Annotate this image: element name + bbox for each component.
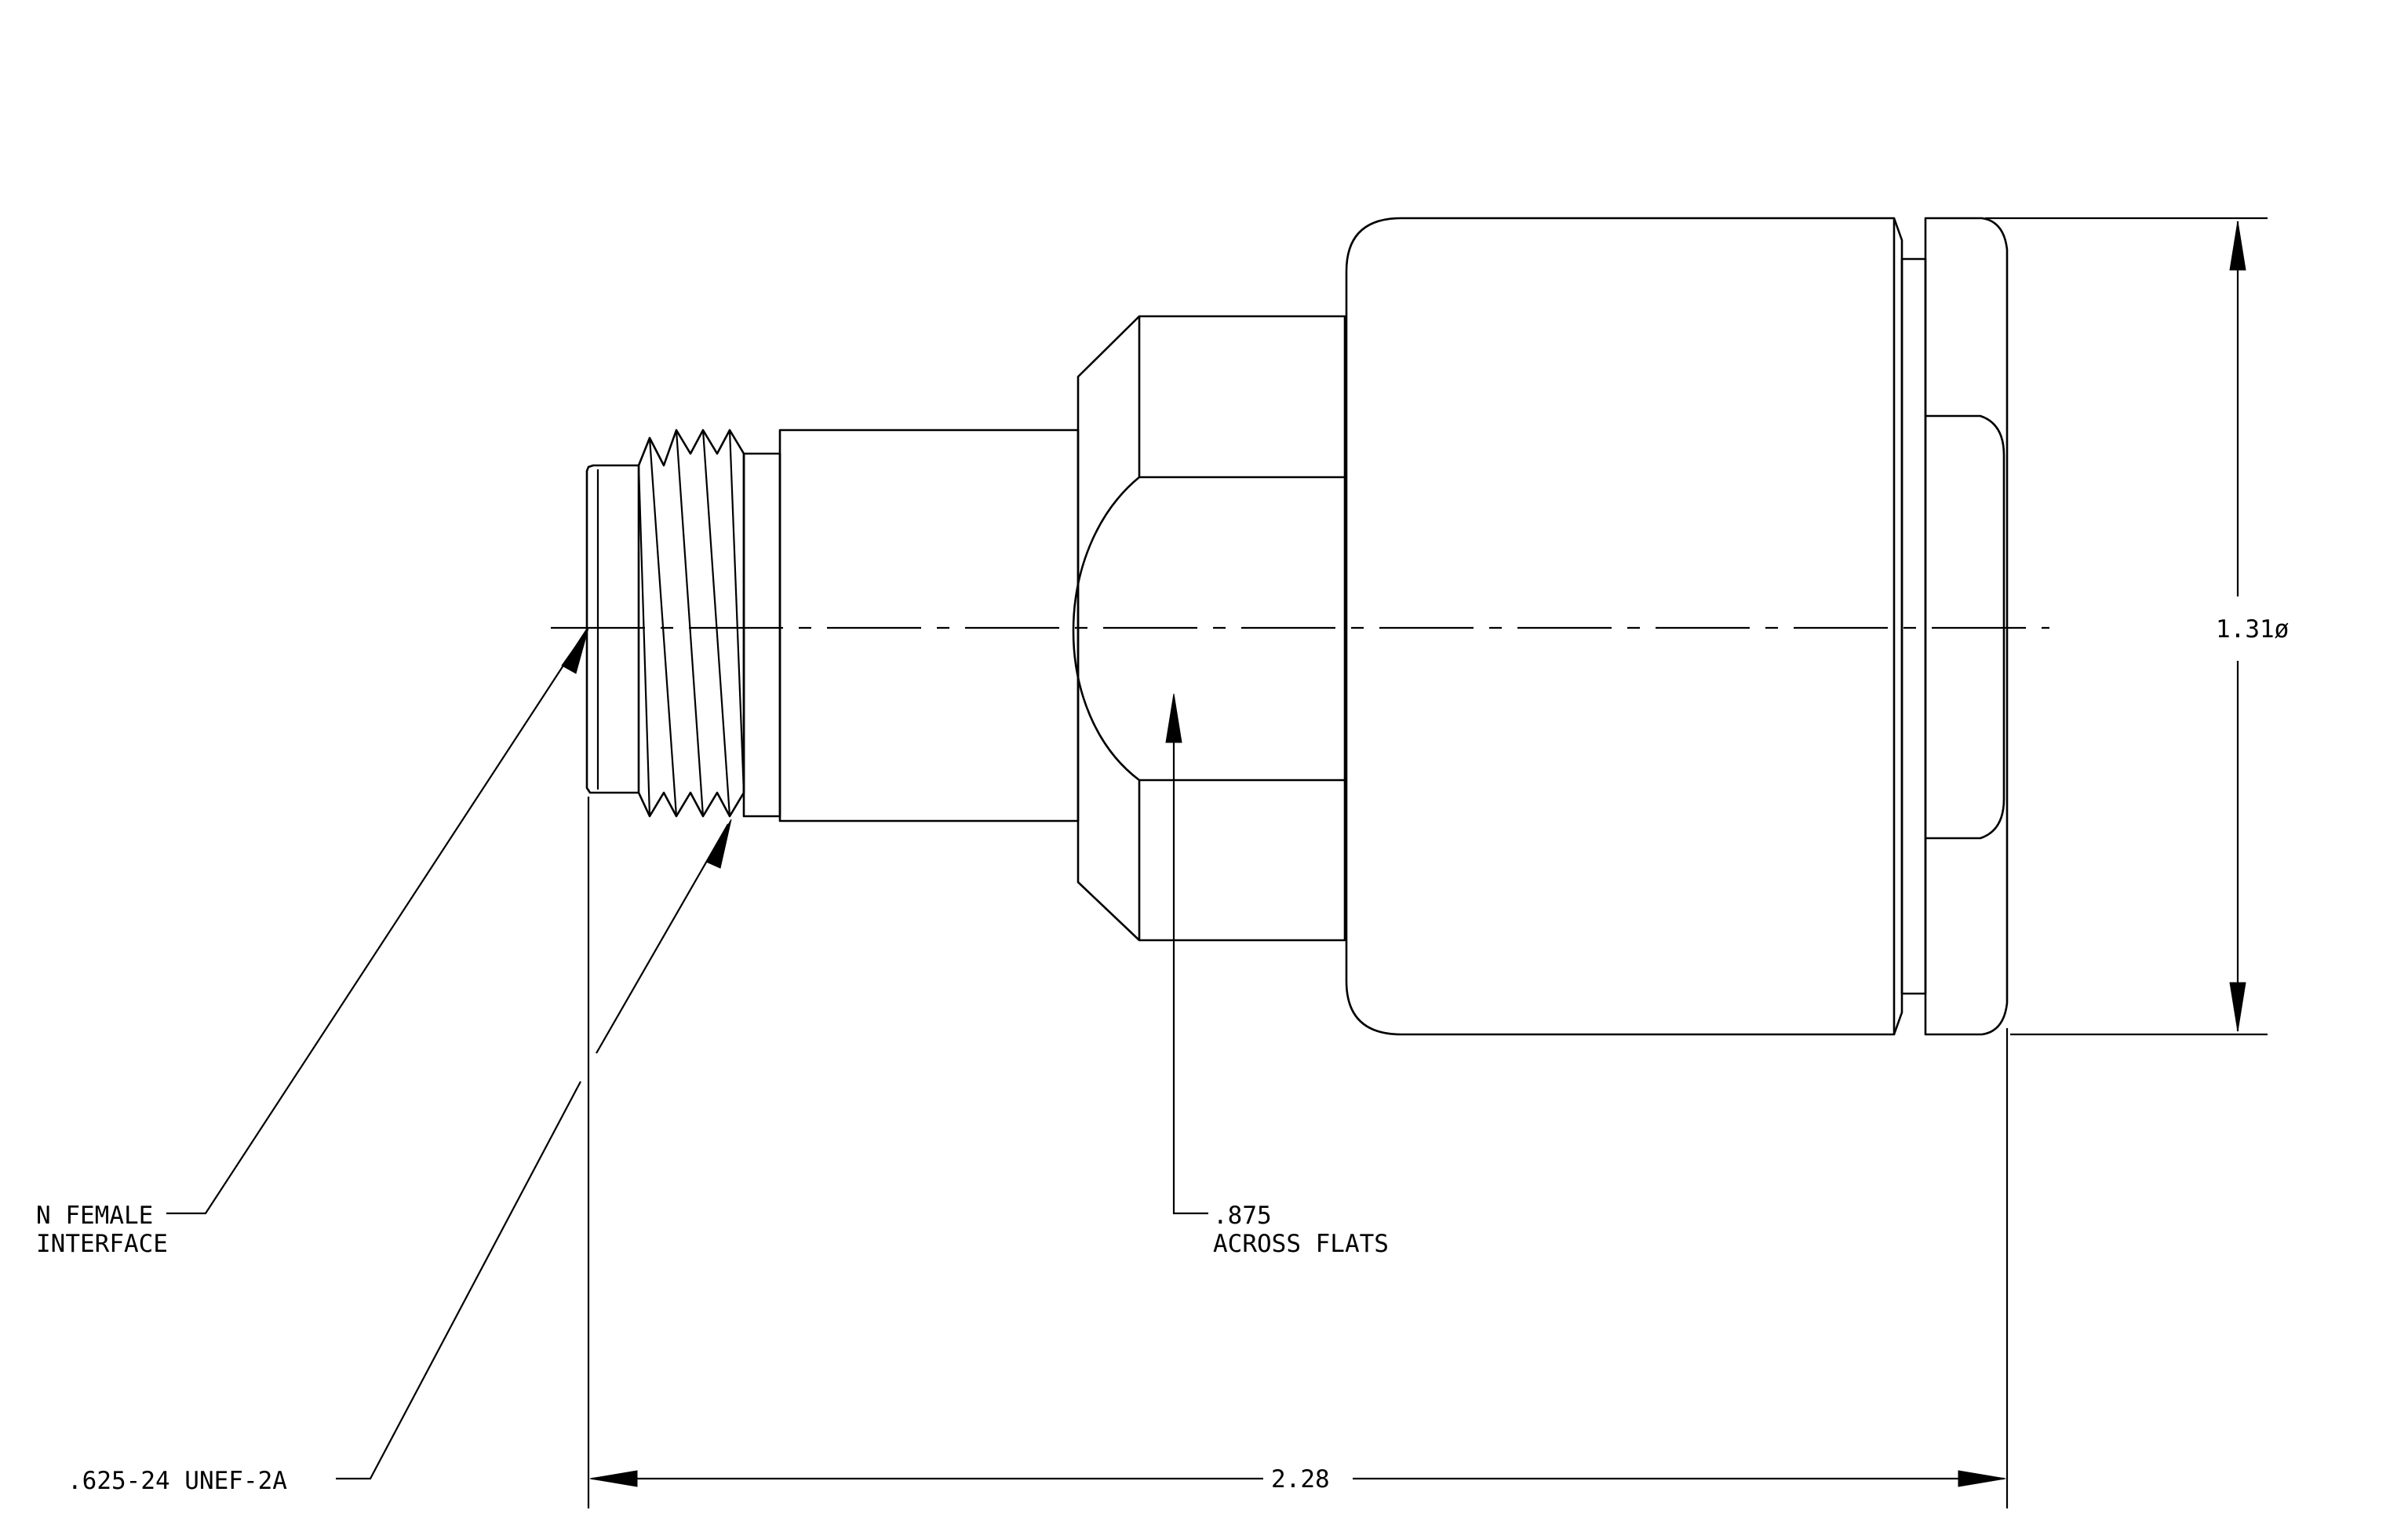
nose-ring bbox=[585, 464, 640, 794]
across-flats-label: ACROSS FLATS bbox=[1213, 1230, 1389, 1258]
diameter-dimension bbox=[1985, 217, 2268, 1036]
rear-nut bbox=[1924, 217, 2009, 1036]
length-value: 2.28 bbox=[1271, 1465, 1330, 1494]
thread-label: .625-24 UNEF-2A bbox=[67, 1467, 287, 1495]
n-female-leader bbox=[166, 627, 589, 1215]
across-flats-value: .875 bbox=[1213, 1202, 1272, 1230]
diameter-value: 1.31ø bbox=[2216, 615, 2289, 644]
main-body bbox=[1345, 217, 1896, 1036]
length-dimension bbox=[587, 797, 2009, 1508]
n-female-label-line2: INTERFACE bbox=[36, 1230, 168, 1258]
neck bbox=[778, 429, 1080, 823]
n-female-label-line1: N FEMALE bbox=[36, 1202, 153, 1230]
thread-leader bbox=[336, 819, 732, 1480]
undercut-ring bbox=[742, 452, 781, 818]
connector-outline bbox=[585, 217, 2009, 1036]
across-flats-leader bbox=[1165, 693, 1208, 1215]
thread-section bbox=[637, 429, 745, 818]
rear-groove bbox=[1893, 217, 1927, 1035]
